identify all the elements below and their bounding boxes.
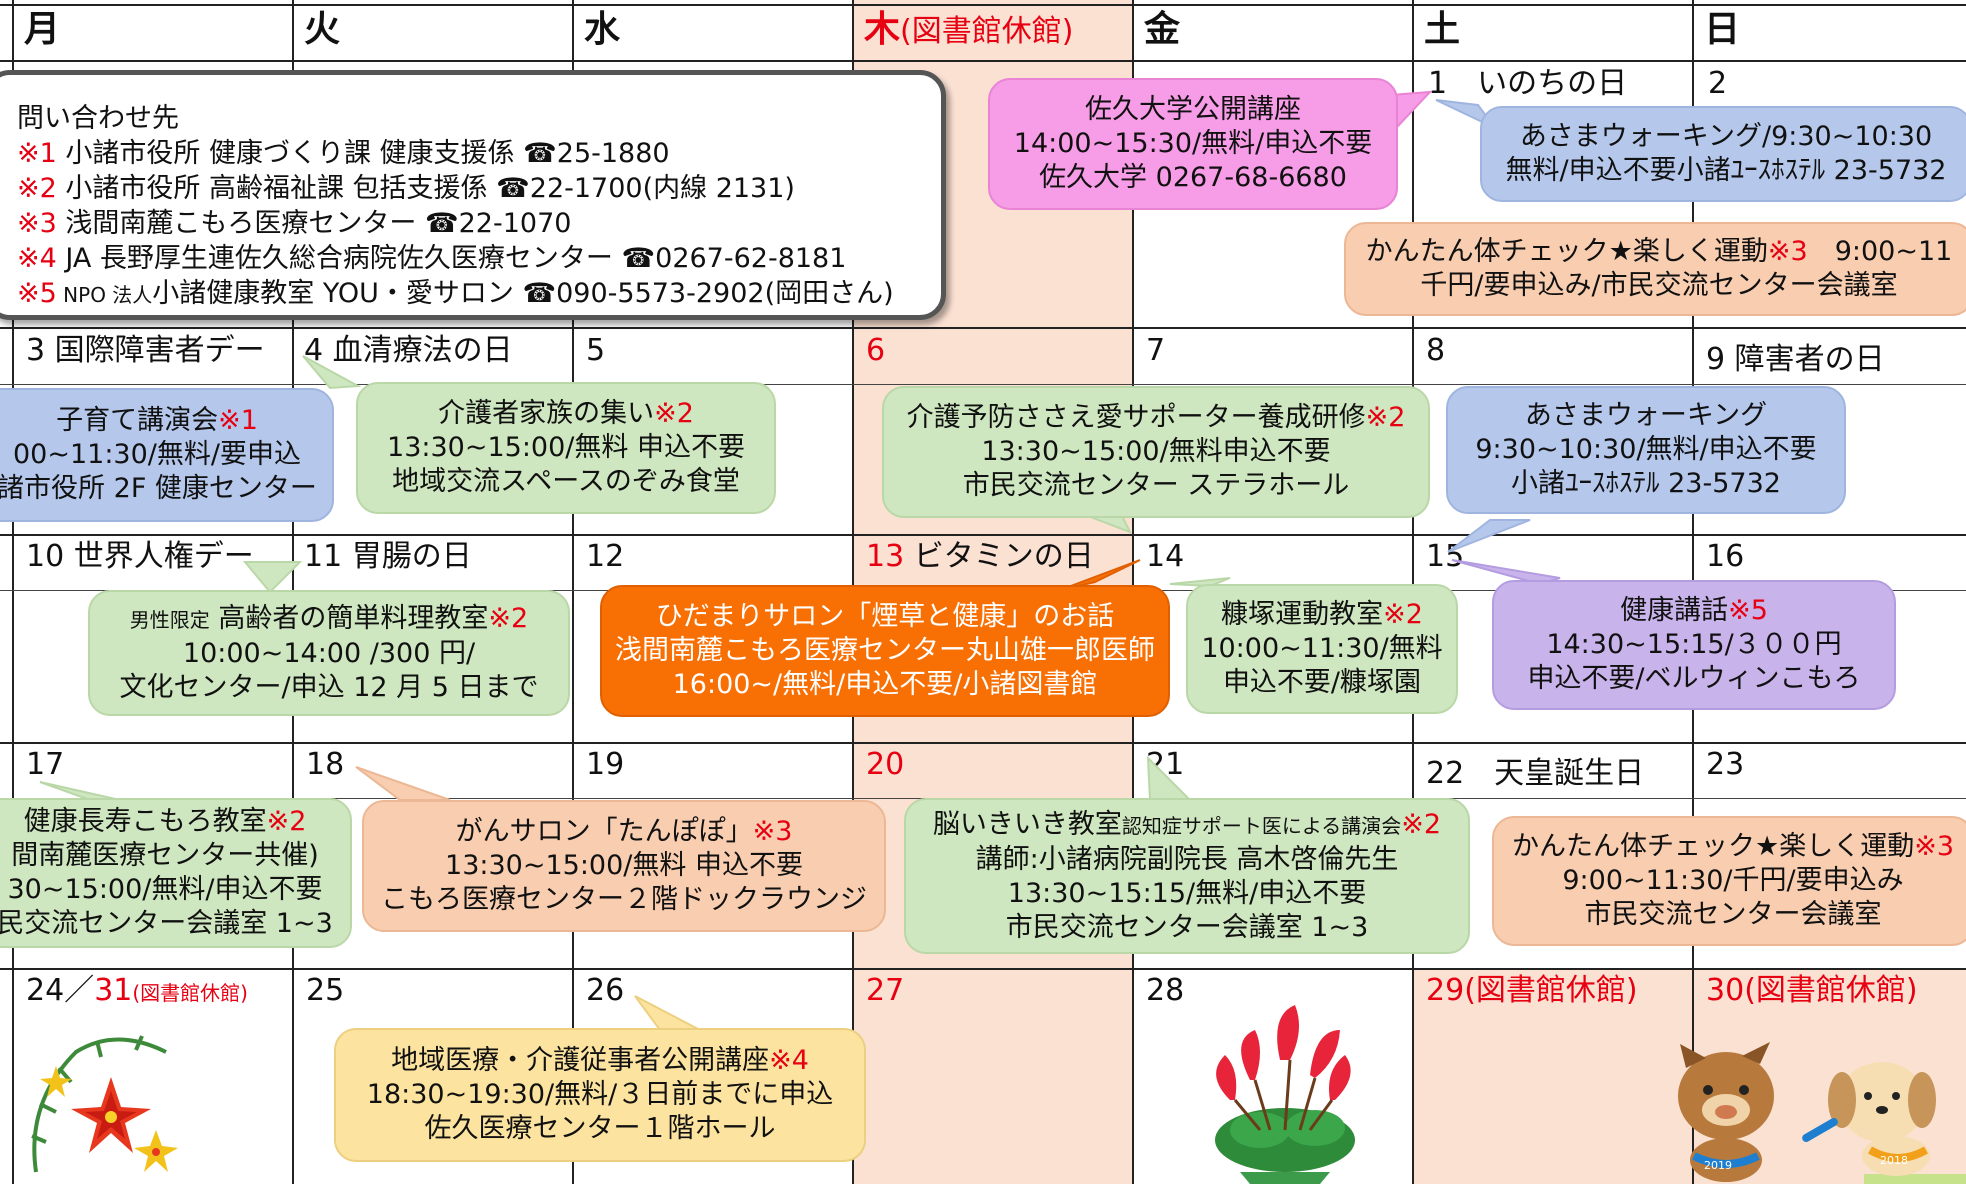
event-walking-2: あさまウォーキング/9:30~10:30 無料/申込不要小諸ﾕｰｽﾎｽﾃﾙ 23… [1480, 106, 1966, 202]
boar-and-dog-mascots-icon: 2019 2018 [1678, 1042, 1966, 1184]
header-tuesday: 火 [304, 9, 341, 50]
date-17: 17 [26, 747, 65, 782]
date-29-number: 29 [1426, 973, 1465, 1008]
date-26: 26 [586, 973, 625, 1008]
date-5: 5 [586, 333, 606, 368]
date-23: 23 [1706, 747, 1745, 782]
svg-text:2018: 2018 [1880, 1154, 1908, 1167]
grid-line [0, 742, 1966, 744]
event-brain-class: 脳いきいき教室認知症サポート医による講演会※2 講師:小諸病院副院長 高木啓倫先… [904, 798, 1470, 954]
contact-line-5: ※5 NPO 法人小諸健康教室 YOU・愛サロン ☎090-5573-2902(… [17, 278, 894, 309]
date-21: 21 [1146, 747, 1185, 782]
event-childcare-lecture: 子育て講演会※1 00~11:30/無料/要申込 諸市役所 2F 健康センター [0, 388, 334, 522]
date-20: 20 [866, 747, 905, 782]
saturday-29-shade [1412, 968, 1692, 1184]
contact-line-2: ※2 小諸市役所 高齢福祉課 包括支援係 ☎22-1700(内線 2131) [17, 173, 795, 204]
header-monday: 月 [24, 9, 61, 50]
header-saturday: 土 [1424, 9, 1461, 50]
event-cooking-class: 男性限定 高齢者の簡単料理教室※2 10:00~14:00 /300 円/ 文化… [88, 590, 570, 716]
event-cancer-salon: がんサロン「たんぽぽ」※3 13:30~15:00/無料 申込不要 こもろ医療セ… [362, 800, 886, 932]
header-thursday-note: (図書館休館) [900, 14, 1074, 49]
contact-title: 問い合わせ先 [17, 103, 179, 134]
event-nukazuka-exercise: 糠塚運動教室※2 10:00~11:30/無料 申込不要/糠塚園 [1186, 584, 1458, 714]
grid-subline [0, 384, 1966, 385]
date-12: 12 [586, 539, 625, 574]
date-2: 2 [1708, 66, 1728, 101]
event-longevity-class: 健康長寿こもろ教室※2 間南麓医療センター共催) 30~15:00/無料/申込不… [0, 798, 352, 948]
date-13-number: 13 [866, 539, 905, 574]
date-15: 15 [1426, 539, 1465, 574]
grid-line [0, 327, 1966, 329]
date-29-note: (図書館休館) [1464, 973, 1638, 1008]
date-11: 11 胃腸の日 [304, 539, 472, 574]
event-body-check-1: かんたん体チェック★楽しく運動※3 9:00~11 千円/要申込み/市民交流セン… [1344, 222, 1966, 316]
date-4: 4 血清療法の日 [304, 333, 513, 368]
date-14: 14 [1146, 539, 1185, 574]
contact-line-1: ※1 小諸市役所 健康づくり課 健康支援係 ☎25-1880 [17, 138, 670, 169]
contact-line-3: ※3 浅間南麓こもろ医療センター ☎22-1070 [17, 208, 572, 239]
event-community-medical: 地域医療・介護従事者公開講座※4 18:30~19:30/無料/３日前までに申込… [334, 1028, 866, 1162]
contact-line-4: ※4 JA 長野厚生連佐久総合病院佐久医療センター ☎0267-62-8181 [17, 243, 847, 274]
event-body-check-2: かんたん体チェック★楽しく運動※3 9:00~11:30/千円/要申込み 市民交… [1492, 816, 1966, 946]
svg-text:2019: 2019 [1704, 1159, 1732, 1172]
header-thursday: 木(図書館休館) [864, 6, 1073, 56]
date-24: 24／ [26, 973, 95, 1008]
date-7: 7 [1146, 333, 1166, 368]
date-16: 16 [1706, 539, 1745, 574]
event-caregiver-family: 介護者家族の集い※2 13:30~15:00/無料 申込不要 地域交流スペースの… [356, 382, 776, 514]
date-19: 19 [586, 747, 625, 782]
date-28: 28 [1146, 973, 1185, 1008]
date-27: 27 [866, 973, 905, 1008]
grid-line [0, 968, 1966, 970]
date-6: 6 [866, 333, 886, 368]
grid-line [12, 0, 14, 1184]
date-1: 1 いのちの日 [1428, 66, 1628, 101]
date-9: 9 障害者の日 [1706, 342, 1885, 377]
header-friday: 金 [1144, 9, 1181, 50]
date-3: 3 国際障害者デー [26, 333, 265, 368]
date-24-31: 24／31(図書館休館) [26, 971, 248, 1013]
cyclamen-pot-icon [1215, 1005, 1355, 1184]
date-22: 22 天皇誕生日 [1426, 756, 1645, 791]
header-thursday-label: 木 [864, 9, 901, 50]
event-supporter-training: 介護予防ささえ愛サポーター養成研修※2 13:30~15:00/無料申込不要 市… [882, 386, 1430, 518]
date-30: 30(図書館休館) [1706, 971, 1918, 1011]
event-saku-lecture: 佐久大学公開講座 14:00~15:30/無料/申込不要 佐久大学 0267-6… [988, 78, 1398, 210]
date-30-note: (図書館休館) [1744, 973, 1918, 1008]
date-13-text: ビタミンの日 [904, 539, 1094, 574]
date-8: 8 [1426, 333, 1446, 368]
event-health-talk: 健康講話※5 14:30~15:15/３００円 申込不要/ベルウィンこもろ [1492, 580, 1896, 710]
event-walking-9: あさまウォーキング 9:30~10:30/無料/申込不要 小諸ﾕｰｽﾎｽﾃﾙ 2… [1446, 386, 1846, 514]
date-18: 18 [306, 747, 345, 782]
event-hidamari-salon: ひだまりサロン「煙草と健康」のお話 浅間南麓こもろ医療センター丸山雄一郎医師 1… [600, 585, 1170, 717]
grid-line [572, 0, 574, 1184]
header-wednesday: 水 [584, 9, 621, 50]
poinsettia-wreath-icon [31, 1035, 178, 1173]
date-30-number: 30 [1706, 973, 1745, 1008]
date-31-note: (図書館休館) [132, 981, 248, 1005]
grid-line [0, 534, 1966, 536]
contact-info-box: 問い合わせ先 ※1 小諸市役所 健康づくり課 健康支援係 ☎25-1880 ※2… [0, 70, 946, 320]
date-25: 25 [306, 973, 345, 1008]
header-sunday: 日 [1704, 9, 1741, 50]
grid-line [0, 60, 1966, 62]
date-10: 10 世界人権デー [26, 539, 254, 574]
date-13: 13 ビタミンの日 [866, 537, 1094, 577]
date-31: 31 [94, 973, 133, 1008]
date-29: 29(図書館休館) [1426, 971, 1638, 1011]
grid-line [0, 4, 1966, 6]
